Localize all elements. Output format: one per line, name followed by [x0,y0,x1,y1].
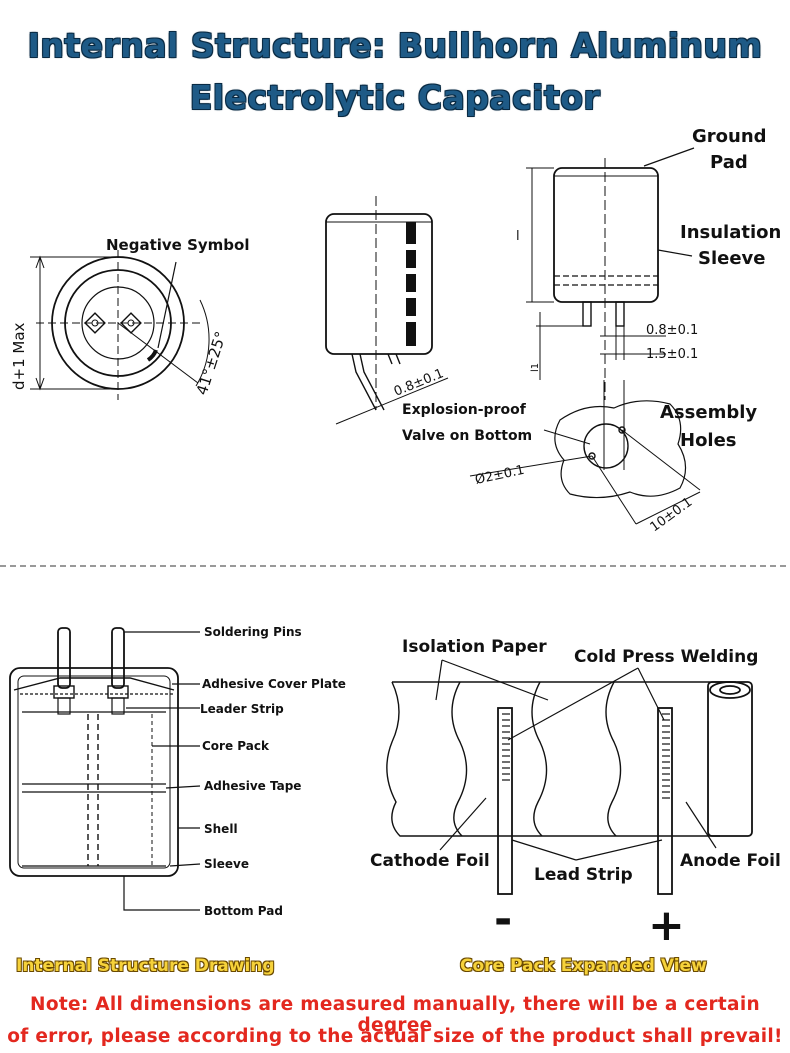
cold-press-label: Cold Press Welding [574,647,758,667]
pin-width-label: 0.8±0.1 [646,323,698,338]
explosion-valve-label-line2: Valve on Bottom [402,428,532,444]
hole-diameter-label: Ø2±0.1 [474,463,526,488]
side-pin-width-label: 0.8±0.1 [392,366,446,399]
sleeve-label: Sleeve [204,857,249,871]
assembly-holes-label-line1: Assembly [660,402,757,423]
soldering-pins-label: Soldering Pins [204,625,302,639]
note-line1: Note: All dimensions are measured manual… [30,994,760,1036]
internal-structure-caption: Internal Structure Drawing [16,956,275,976]
core-pack-drawing [386,659,753,895]
shell-label: Shell [204,822,238,836]
core-pack-label: Core Pack [202,739,270,753]
core-pack-caption: Core Pack Expanded View [460,956,707,976]
front-view-drawing [469,147,701,525]
bottom-pad-label: Bottom Pad [204,904,283,918]
ground-pad-label-line2: Pad [710,152,748,173]
pin-thickness-label: 1.5±0.1 [646,347,698,362]
angle-label: 41°±25° [193,329,230,397]
note-line2: of error, please according to the actual… [7,1026,783,1047]
cathode-foil-label: Cathode Foil [370,851,490,871]
plus-sign: + [648,900,685,951]
explosion-valve-label-line1: Explosion-proof [402,402,527,418]
adhesive-cover-plate-label: Adhesive Cover Plate [202,677,346,691]
d-max-label: d+1 Max [10,322,28,390]
assembly-holes-label-line2: Holes [680,430,737,451]
ground-pad-label-line1: Ground [692,126,767,147]
lead-strip-label: Lead Strip [534,865,633,885]
leader-strip-label: Leader Strip [200,702,284,716]
insulation-label-line1: Insulation [680,222,781,243]
adhesive-tape-label: Adhesive Tape [204,779,301,793]
insulation-label-line2: Sleeve [698,248,766,269]
page-title-line1: Internal Structure: Bullhorn Aluminum [27,26,763,65]
lead-mark-label: l1 [530,363,541,372]
anode-foil-label: Anode Foil [680,851,781,871]
height-mark-label: l [516,229,520,244]
minus-sign: - [494,894,512,945]
isolation-paper-label: Isolation Paper [402,637,547,657]
negative-symbol-label: Negative Symbol [106,236,249,254]
internal-structure-drawing [9,627,201,911]
top-view-drawing [30,250,210,400]
side-view-drawing [325,196,449,425]
page-title-line2: Electrolytic Capacitor [189,78,601,117]
